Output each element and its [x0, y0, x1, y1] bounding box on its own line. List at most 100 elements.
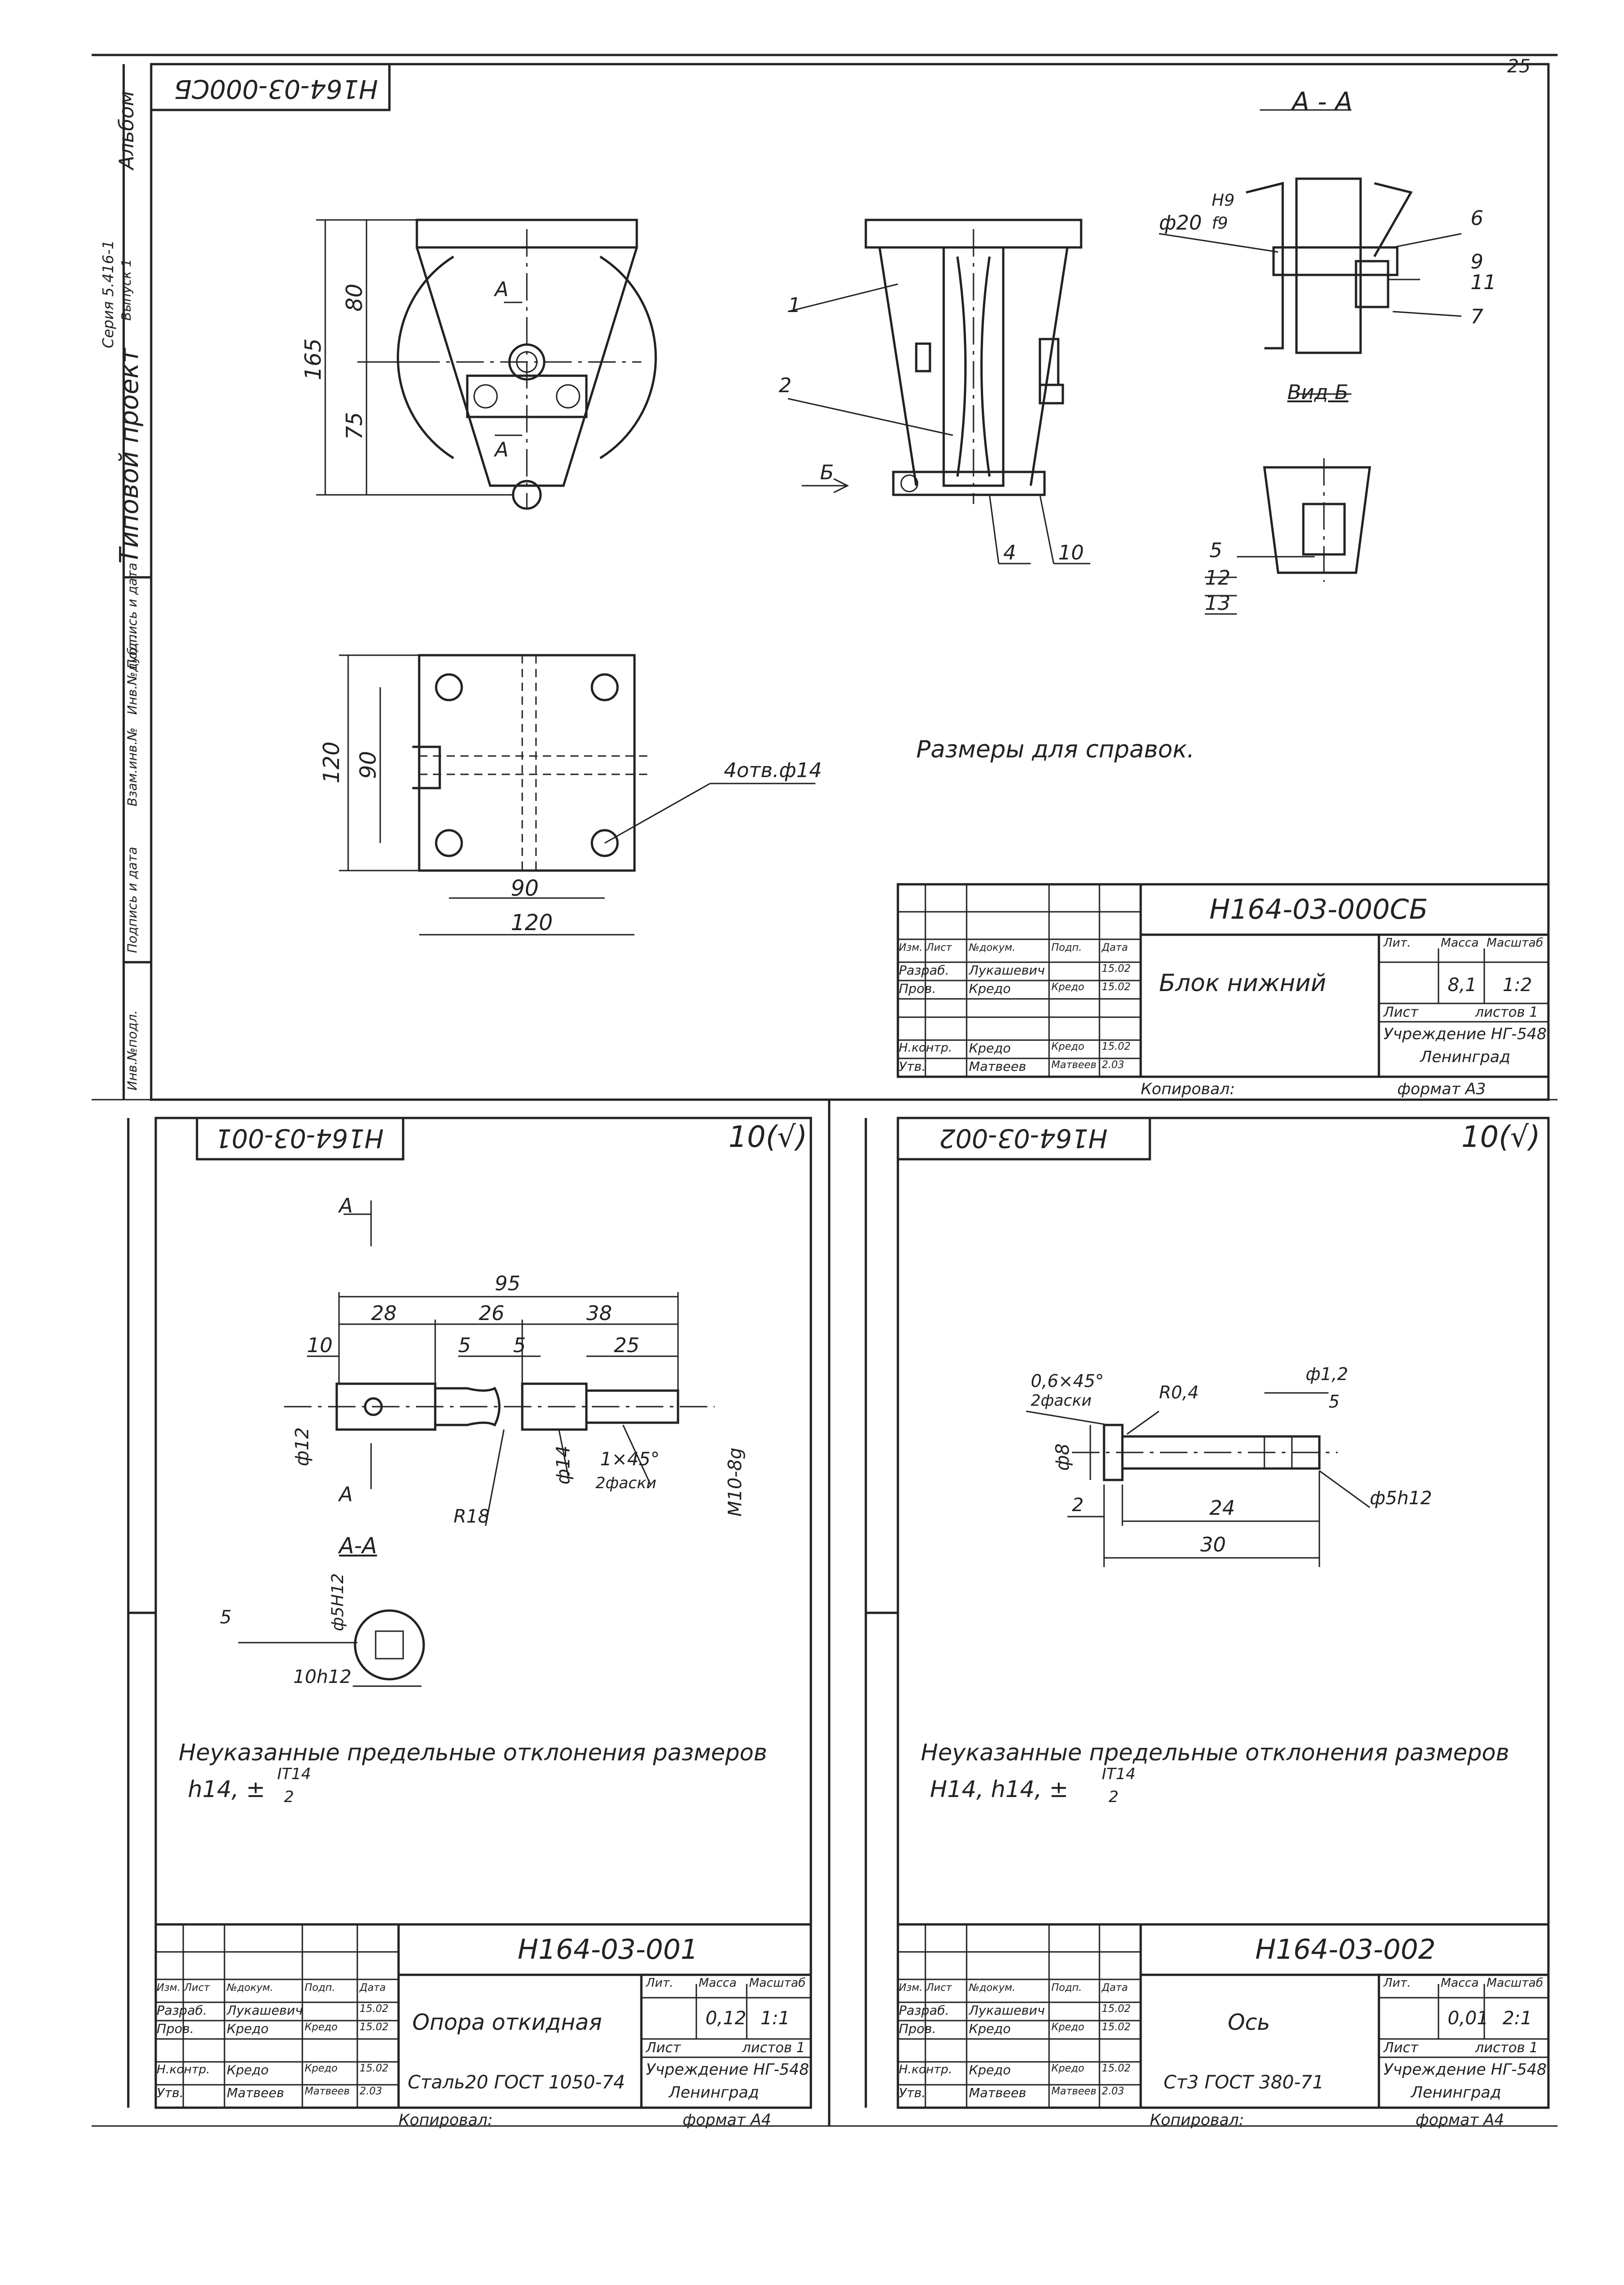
- top-row-nkontr-sign: Кредо: [1051, 1041, 1084, 1052]
- left-hdr-list: Лист: [184, 1982, 210, 1994]
- left-row-razrab-name: Лукашевич: [227, 2003, 303, 2018]
- left-row-utv-date: 2.03: [360, 2086, 382, 2097]
- dim-80: 80: [342, 283, 367, 312]
- block-front-view: [316, 219, 657, 510]
- right-dim-d8: ф8: [1052, 1443, 1073, 1471]
- left-row-nkontr-sign: Кредо: [305, 2063, 338, 2074]
- right-hdr-date: Дата: [1102, 1982, 1128, 1994]
- top-row-nkontr-date: 15.02: [1102, 1041, 1131, 1052]
- top-col-scale: Масштаб: [1487, 936, 1543, 950]
- left-org: Учреждение НГ-548: [646, 2060, 809, 2079]
- left-dim-chamfers: 2фаски: [596, 1474, 656, 1492]
- sidebar-series: Серия 5.416-1: [99, 240, 117, 348]
- dim-120-vert: 120: [319, 741, 344, 784]
- left-row-utv-sign: Матвеев: [305, 2086, 350, 2097]
- right-roughness: 10(√): [1461, 1120, 1541, 1154]
- top-mass-value: 8,1: [1448, 975, 1477, 996]
- right-hdr-doc: №докум.: [969, 1982, 1016, 1994]
- right-note-line1: Неуказанные предельные отклонения размер…: [921, 1739, 1509, 1766]
- left-material: Сталь20 ГОСТ 1050-74: [408, 2072, 625, 2093]
- top-col-sheet: Лист: [1383, 1004, 1419, 1020]
- left-dim-5a: 5: [458, 1334, 471, 1357]
- top-row-razrab: Разраб.: [899, 963, 950, 978]
- pos-12: 12: [1205, 566, 1230, 590]
- left-dim-5b: 5: [513, 1334, 526, 1357]
- right-row-prov: Пров.: [899, 2021, 936, 2036]
- dim-75: 75: [342, 411, 367, 440]
- left-note-line1: Неуказанные предельные отклонения размер…: [179, 1739, 767, 1766]
- right-dim-24: 24: [1209, 1496, 1235, 1520]
- left-cut-mark-bottom: А: [339, 1483, 353, 1506]
- right-hdr-sign: Подп.: [1051, 1982, 1082, 1994]
- left-dim-10h12: 10h12: [293, 1666, 352, 1688]
- top-hdr-izm: Изм.: [899, 942, 923, 953]
- top-code-stamp: Н164-03-000СБ: [174, 74, 378, 104]
- left-code-stamp: Н164-03-001: [215, 1123, 384, 1153]
- top-col-mass: Масса: [1441, 936, 1479, 950]
- block-plan-view: [339, 654, 815, 936]
- right-row-nkontr: Н.контр.: [899, 2063, 952, 2077]
- reference-dims-note: Размеры для справок.: [916, 736, 1195, 763]
- right-row-razrab-date: 15.02: [1102, 2003, 1131, 2015]
- dim-90-vert: 90: [355, 751, 381, 779]
- top-row-nkontr-name: Кредо: [969, 1041, 1011, 1056]
- top-format: формат А3: [1397, 1080, 1486, 1098]
- top-row-razrab-name: Лукашевич: [969, 963, 1045, 978]
- left-col-sheet: Лист: [646, 2040, 681, 2056]
- right-note-line2: Н14, h14, ±: [930, 1776, 1069, 1803]
- sidebar-album: Альбом: [115, 91, 138, 170]
- left-drawing-code: Н164-03-001: [518, 1934, 698, 1966]
- left-city: Ленинград: [669, 2083, 759, 2102]
- side-stamp-top-2: Подпись и дата: [125, 847, 140, 953]
- right-scale-value: 2:1: [1503, 2008, 1532, 2029]
- top-row-utv-name: Матвеев: [969, 1059, 1027, 1074]
- left-dim-25: 25: [614, 1334, 640, 1357]
- top-row-nkontr: Н.контр.: [899, 1041, 952, 1055]
- section-a-a-detail: [1159, 109, 1462, 395]
- left-col-scale: Масштаб: [749, 1976, 806, 1990]
- left-row-prov-name: Кредо: [227, 2021, 269, 2036]
- left-dim-thread: М10-8g: [725, 1447, 746, 1517]
- block-side-view: [787, 219, 1090, 564]
- left-sheets: листов 1: [742, 2040, 805, 2056]
- top-part-title: Блок нижний: [1159, 970, 1326, 997]
- cut-mark-a-upper: А: [495, 278, 509, 301]
- right-note-frac-bot: 2: [1109, 1788, 1119, 1806]
- top-row-utv: Утв.: [899, 1059, 926, 1074]
- left-format: формат А4: [683, 2111, 771, 2129]
- left-row-nkontr-date: 15.02: [360, 2063, 388, 2074]
- left-dim-hole: ф5Н12: [328, 1573, 347, 1631]
- left-note-frac-top: IT14: [277, 1765, 312, 1783]
- left-hdr-date: Дата: [360, 1982, 386, 1994]
- side-stamp-top-5: Подпись и дата: [125, 563, 140, 669]
- holes-note: 4отв.ф14: [724, 759, 822, 782]
- left-section-title: А-А: [339, 1533, 377, 1559]
- page-number: 25: [1507, 56, 1531, 77]
- left-part-title: Опора откидная: [412, 2010, 602, 2035]
- right-row-razrab: Разраб.: [899, 2003, 950, 2018]
- right-code-stamp: Н164-03-002: [939, 1123, 1108, 1153]
- top-sheets: листов 1: [1475, 1004, 1538, 1020]
- right-dim-r04: R0,4: [1159, 1382, 1199, 1403]
- right-col-sheet: Лист: [1383, 2040, 1419, 2056]
- left-dim-d12: ф12: [292, 1427, 313, 1466]
- top-org: Учреждение НГ-548: [1383, 1025, 1547, 1043]
- left-hdr-izm: Изм.: [157, 1982, 180, 1994]
- right-material: Ст3 ГОСТ 380-71: [1164, 2072, 1324, 2093]
- right-col-lit: Лит.: [1383, 1976, 1411, 1990]
- right-col-mass: Масса: [1441, 1976, 1479, 1990]
- right-format: формат А4: [1416, 2111, 1504, 2129]
- right-row-prov-sign: Кредо: [1051, 2022, 1084, 2033]
- right-title-block: [897, 1923, 1550, 2109]
- right-mass-value: 0,01: [1448, 2008, 1489, 2029]
- view-b-title: Вид Б: [1287, 381, 1349, 404]
- pos-1: 1: [788, 294, 801, 317]
- right-row-utv-date: 2.03: [1102, 2086, 1124, 2097]
- left-scale-value: 1:1: [760, 2008, 790, 2029]
- left-dim-95: 95: [495, 1272, 520, 1295]
- left-dim-26: 26: [479, 1302, 504, 1325]
- right-part-title: Ось: [1228, 2010, 1270, 2035]
- section-a-a-title: А - А: [1292, 87, 1353, 117]
- left-row-prov-sign: Кредо: [305, 2022, 338, 2033]
